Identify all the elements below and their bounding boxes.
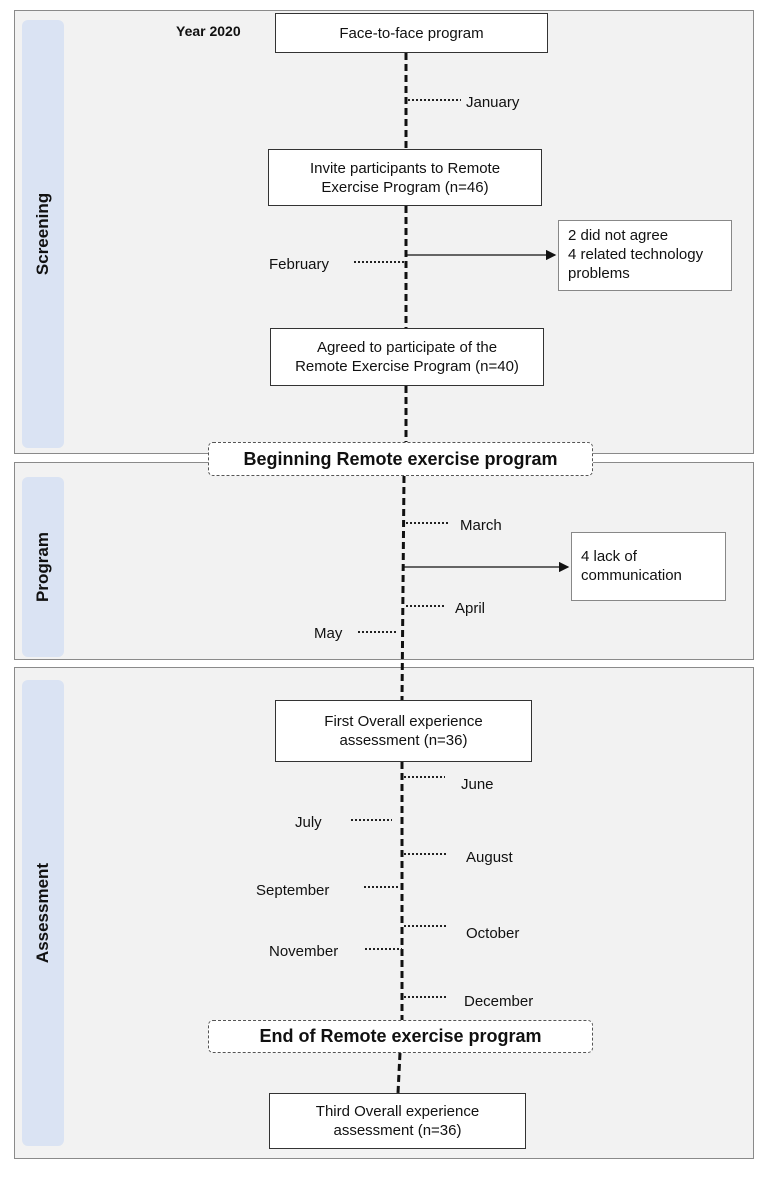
month-february: February [269,256,330,273]
first-assessment-box: First Overall experience assessment (n=3… [275,700,532,762]
program-exclusion-line-1: 4 lack of [581,548,637,565]
month-ticks [351,99,461,998]
invite-text-line-1: Invite participants to Remote [309,159,501,177]
month-october: October [466,925,520,942]
first-assessment-line-1: First Overall experience [324,713,483,730]
end-program-banner: End of Remote exercise program [208,1020,593,1053]
month-march: March [460,517,502,534]
screening-exclusion-line-2: 4 related technology [568,246,704,263]
beginning-program-banner: Beginning Remote exercise program [208,442,593,476]
month-december: December [464,993,534,1010]
month-september: September [256,882,330,899]
timeline-main-line [396,53,408,1094]
month-july: July [295,814,322,831]
exclusion-arrows [404,249,570,573]
month-november: November [269,943,339,960]
agreed-text-line-2: Remote Exercise Program (n=40) [295,358,519,375]
third-assessment-line-1: Third Overall experience [315,1103,480,1120]
month-june: June [461,776,494,793]
screening-phase-tab: Screening [22,20,64,448]
screening-exclusion-line-3: problems [568,265,630,282]
year-label: Year 2020 [176,23,241,39]
agreed-text-line-1: Agreed to participate of the [316,339,498,356]
assessment-phase-tab: Assessment [22,680,64,1146]
program-exclusion-note: 4 lack of communication [571,532,726,601]
first-assessment-line-2: assessment (n=36) [339,732,468,749]
invite-box: Invite participants to Remote Exercise P… [268,149,542,206]
invite-text-line-2: Exercise Program (n=46) [321,178,489,196]
third-assessment-box: Third Overall experience assessment (n=3… [269,1093,526,1149]
third-assessment-line-2: assessment (n=36) [333,1122,462,1139]
face-to-face-text: Face-to-face program [339,24,484,42]
month-april: April [455,600,486,617]
month-january: January [466,94,520,111]
face-to-face-box: Face-to-face program [275,13,548,53]
month-may: May [314,625,343,642]
month-august: August [466,849,513,866]
screening-exclusion-line-1: 2 did not agree [568,227,669,244]
program-phase-tab: Program [22,477,64,657]
program-exclusion-line-2: communication [581,567,682,584]
agreed-box: Agreed to participate of the Remote Exer… [270,328,544,386]
screening-exclusion-note: 2 did not agree 4 related technology pro… [558,220,732,291]
